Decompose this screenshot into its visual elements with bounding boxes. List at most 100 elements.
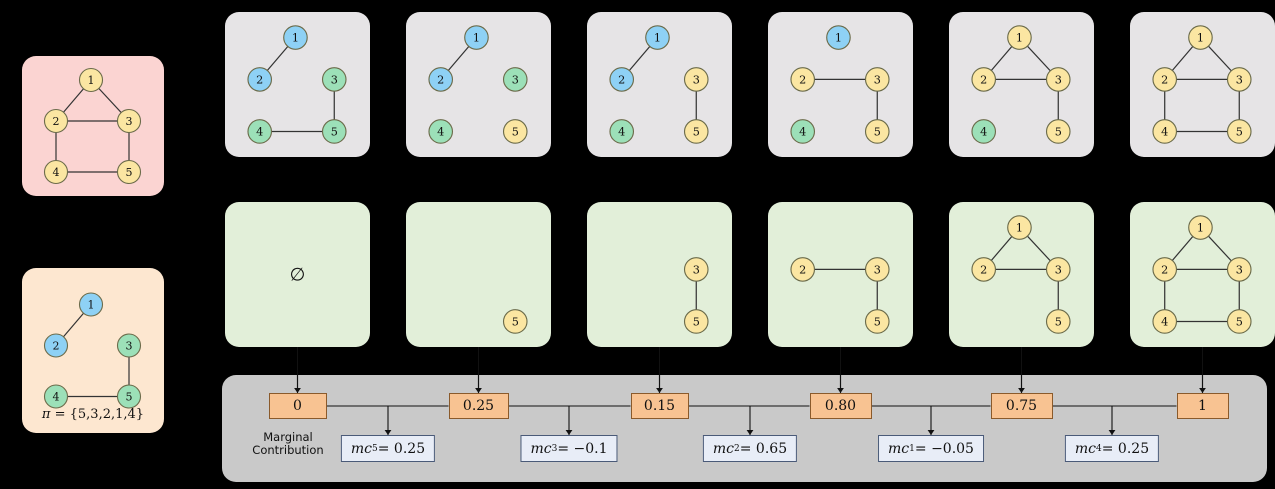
svg-text:2: 2 bbox=[1161, 73, 1168, 86]
coalition-panel-4-svg: 2 3 5 bbox=[790, 257, 890, 334]
value-box-3: 0.15 bbox=[630, 393, 689, 419]
svg-text:5: 5 bbox=[1236, 125, 1243, 138]
top-panel-2-svg: 1 2 3 4 5 bbox=[428, 25, 528, 144]
svg-text:4: 4 bbox=[53, 391, 60, 404]
marginal-contribution-bar: Marginal Contribution 0 0.25 0.15 0.80 0.75 1… bbox=[222, 363, 1267, 482]
svg-text:2: 2 bbox=[437, 73, 444, 86]
svg-text:2: 2 bbox=[980, 73, 987, 86]
graph-node-1: 1 bbox=[283, 25, 308, 50]
graph-node-5: 5 bbox=[1045, 309, 1071, 334]
svg-text:2: 2 bbox=[980, 263, 987, 276]
svg-text:4: 4 bbox=[1161, 315, 1168, 328]
svg-text:5: 5 bbox=[874, 315, 881, 328]
mc-arrow-head-2 bbox=[565, 430, 573, 435]
graph-node-1: 1 bbox=[78, 67, 104, 93]
value-box-6: 1 bbox=[1176, 393, 1229, 419]
svg-text:3: 3 bbox=[126, 115, 133, 128]
mc-value: = −0.1 bbox=[557, 440, 608, 457]
mc-symbol: mc bbox=[350, 440, 373, 457]
graph-node-3: 3 bbox=[116, 333, 142, 358]
svg-text:3: 3 bbox=[1236, 73, 1243, 86]
svg-text:4: 4 bbox=[256, 125, 263, 138]
mc-value: = 0.65 bbox=[739, 440, 788, 457]
graph-node-4: 4 bbox=[428, 119, 454, 144]
marginal-contribution-label: Marginal Contribution bbox=[232, 431, 344, 457]
svg-text:2: 2 bbox=[256, 73, 263, 86]
svg-text:3: 3 bbox=[1055, 263, 1062, 276]
svg-text:3: 3 bbox=[331, 73, 338, 86]
top-panel-2: 1 2 3 4 5 bbox=[406, 12, 551, 157]
graph-node-3: 3 bbox=[1226, 257, 1252, 282]
graph-node-5: 5 bbox=[321, 119, 347, 144]
graph-node-2: 2 bbox=[247, 67, 273, 92]
graph-node-3: 3 bbox=[321, 67, 347, 92]
empty-set-symbol: ∅ bbox=[289, 264, 306, 285]
graph-node-4: 4 bbox=[609, 119, 635, 144]
svg-text:5: 5 bbox=[512, 315, 519, 328]
value-box-2: 0.25 bbox=[448, 393, 509, 419]
top-panel-1: 1 2 3 4 5 bbox=[225, 12, 370, 157]
svg-text:4: 4 bbox=[618, 125, 625, 138]
graph-node-2: 2 bbox=[43, 108, 69, 134]
graph-node-3: 3 bbox=[864, 257, 890, 282]
graph-node-1: 1 bbox=[78, 292, 104, 317]
coalition-panel-4: 2 3 5 bbox=[768, 202, 913, 347]
svg-text:3: 3 bbox=[1236, 263, 1243, 276]
svg-text:1: 1 bbox=[1197, 222, 1204, 235]
graph-node-2: 2 bbox=[790, 257, 816, 282]
graph-node-1: 1 bbox=[1188, 215, 1213, 240]
graph-node-3: 3 bbox=[1045, 257, 1071, 282]
graph-node-3: 3 bbox=[502, 67, 528, 92]
svg-text:3: 3 bbox=[874, 263, 881, 276]
mc-symbol: mc bbox=[1074, 440, 1097, 457]
graph-node-5: 5 bbox=[116, 384, 142, 409]
graph-node-2: 2 bbox=[43, 333, 69, 358]
graph-node-3: 3 bbox=[683, 257, 709, 282]
value-box-4: 0.80 bbox=[809, 393, 872, 419]
graph-node-2: 2 bbox=[428, 67, 454, 92]
permutation-value: = {5,3,2,1,4} bbox=[50, 407, 145, 422]
top-panel-1-svg: 1 2 3 4 5 bbox=[247, 25, 347, 144]
svg-text:1: 1 bbox=[88, 74, 95, 87]
coalition-panel-1: ∅ bbox=[225, 202, 370, 347]
svg-text:5: 5 bbox=[126, 391, 133, 404]
svg-text:2: 2 bbox=[618, 73, 625, 86]
coalition-panel-3-svg: 35 bbox=[683, 257, 709, 334]
mc-subscript: 4 bbox=[1096, 443, 1102, 454]
graph-node-4: 4 bbox=[971, 119, 997, 144]
mc-arrow-head-4 bbox=[927, 430, 935, 435]
mc-subscript: 5 bbox=[372, 443, 378, 454]
graph-node-3: 3 bbox=[864, 67, 890, 92]
graph-node-2: 2 bbox=[971, 67, 997, 92]
value-box-1: 0 bbox=[268, 393, 327, 419]
svg-text:4: 4 bbox=[437, 125, 444, 138]
svg-text:5: 5 bbox=[1055, 315, 1062, 328]
svg-text:5: 5 bbox=[512, 125, 519, 138]
graph-node-5: 5 bbox=[1045, 119, 1071, 144]
graph-node-2: 2 bbox=[790, 67, 816, 92]
svg-text:4: 4 bbox=[1161, 125, 1168, 138]
svg-text:1: 1 bbox=[654, 32, 661, 45]
svg-text:4: 4 bbox=[980, 125, 987, 138]
mc-arrow-head-3 bbox=[746, 430, 754, 435]
svg-text:3: 3 bbox=[874, 73, 881, 86]
svg-text:3: 3 bbox=[126, 340, 133, 353]
graph-node-1: 1 bbox=[464, 25, 489, 50]
graph-node-1: 1 bbox=[826, 25, 851, 50]
value-box-5: 0.75 bbox=[990, 393, 1053, 419]
mc-subscript: 3 bbox=[551, 443, 558, 454]
graph-node-4: 4 bbox=[1152, 119, 1178, 144]
